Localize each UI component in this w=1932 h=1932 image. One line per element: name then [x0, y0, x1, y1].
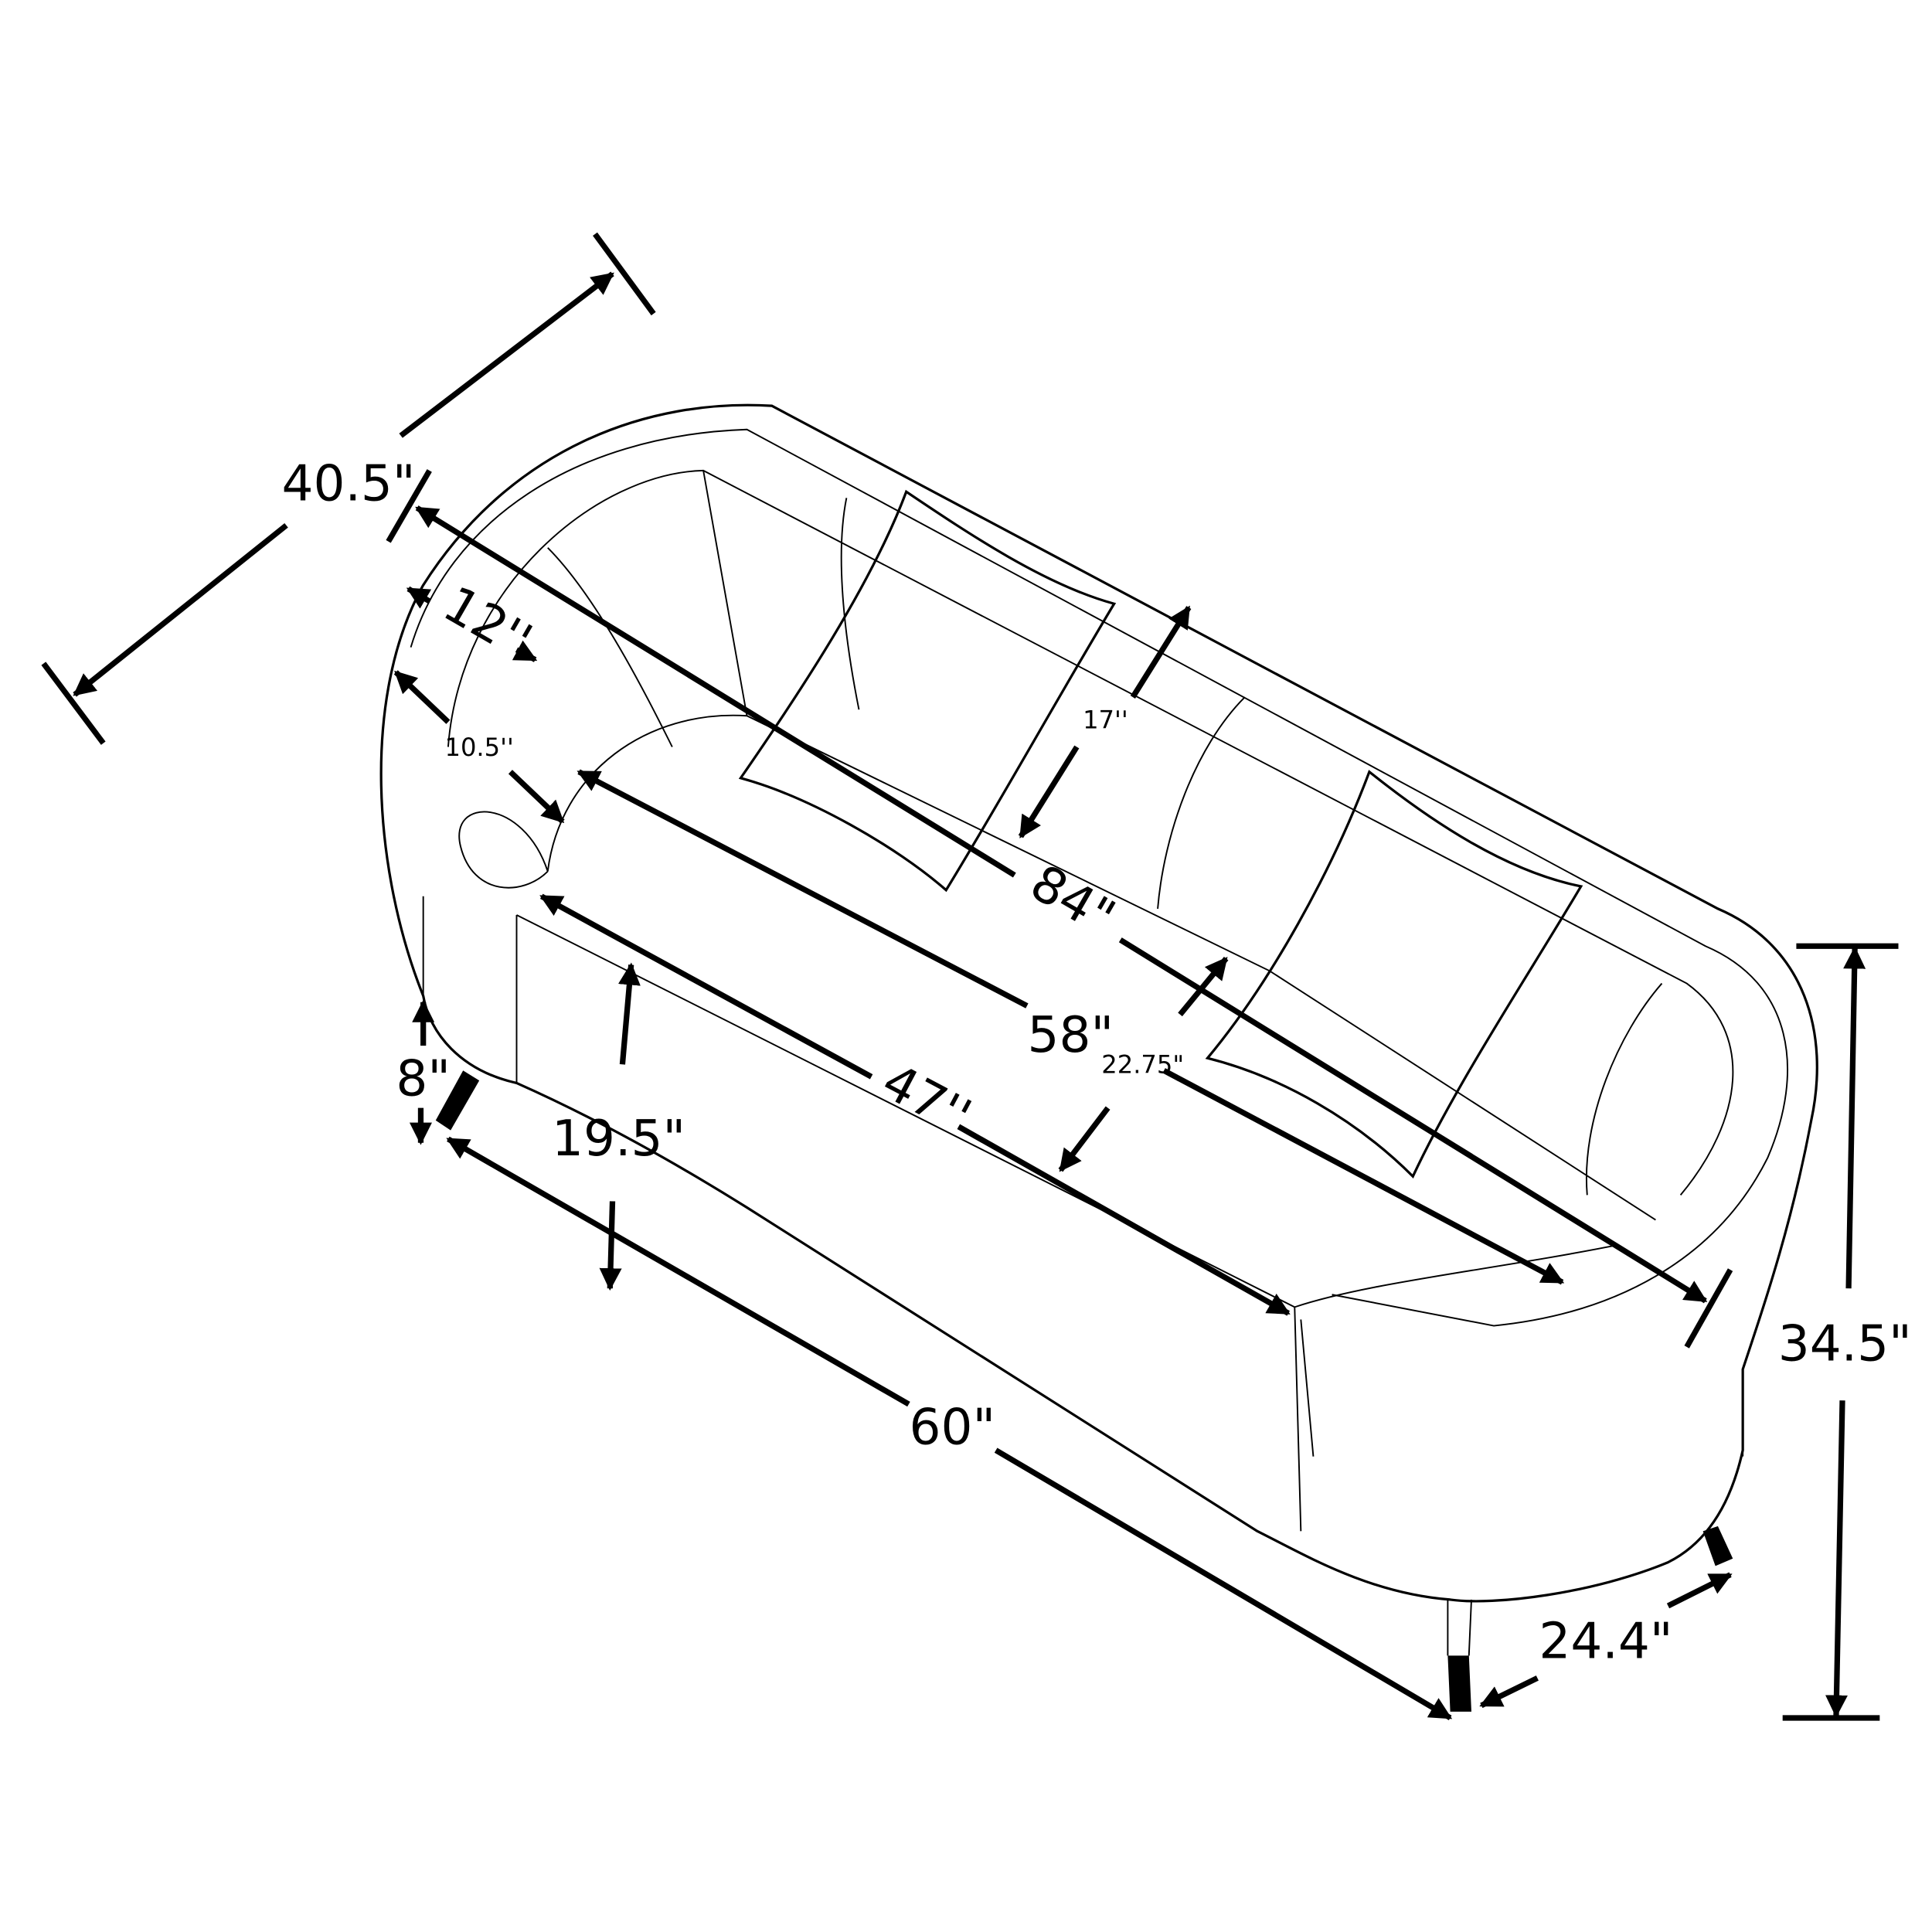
label-arm-inner: 10.5'' — [444, 733, 513, 762]
label-leg-depth: 24.4" — [1539, 1613, 1672, 1671]
label-overall-height: 34.5" — [1778, 1315, 1912, 1373]
label-leg-height: 8" — [396, 1050, 451, 1108]
label-overall-length: 84" — [1021, 854, 1124, 947]
label-overall-depth: 40.5" — [281, 455, 415, 513]
label-base-length: 60" — [909, 1399, 995, 1457]
label-back-height: 17'' — [1083, 705, 1128, 734]
label-seat-height: 19.5" — [552, 1110, 685, 1168]
sofa-outline — [379, 403, 1818, 1712]
label-seat-length: 58" — [1028, 1006, 1114, 1064]
dimension-lines — [41, 232, 1899, 1721]
label-seat-depth: 22.75" — [1101, 1050, 1184, 1080]
